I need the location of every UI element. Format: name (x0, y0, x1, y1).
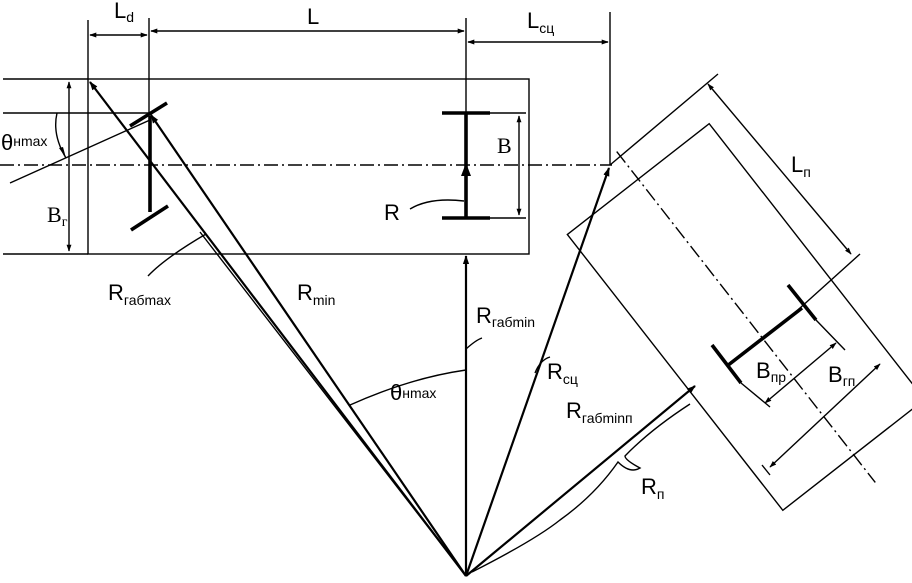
label-Rgabmin: Rгабmin (476, 303, 535, 330)
dim-Lp (707, 83, 852, 255)
Rp-brace (471, 403, 691, 573)
label-Rmin: Rmin (297, 280, 335, 308)
radius-trailer-axle (199, 231, 467, 577)
vector-Rgabminp (465, 385, 696, 577)
label-Lp: Lп (791, 152, 811, 180)
trailer-wheel-left (710, 343, 743, 385)
Lp-ext-bottom (779, 253, 861, 327)
label-Rgabminp: Rгабminп (566, 398, 633, 426)
front-wheel-direction-line (9, 119, 151, 184)
label-theta-left: θнmax (1, 130, 47, 155)
dim-Bgp (769, 363, 881, 468)
trailer-axis-line (616, 151, 876, 483)
trailer-wheel-right (786, 283, 818, 322)
Bgp-ext (761, 464, 771, 476)
label-Bg: Bг (47, 202, 68, 230)
Rgabmax-leader (147, 233, 207, 277)
trailer (566, 122, 912, 512)
label-Rgabmax: Rгабmax (108, 280, 171, 308)
Bpr-ext-b (815, 319, 846, 351)
tractor-body (87, 78, 530, 255)
Lp-ext-top (609, 73, 719, 166)
label-Rp: Rп (641, 474, 664, 502)
vector-Rsc (464, 167, 611, 577)
label-Bgp: Bгп (828, 362, 855, 389)
label-Bpr: Bпр (756, 358, 786, 385)
label-Rsc: Rсц (547, 359, 578, 387)
label-L: L (307, 4, 319, 29)
label-Lsc: Lсц (527, 8, 554, 36)
Rsc-leader (534, 356, 551, 374)
vector-Rgabmax (89, 81, 467, 577)
vector-Rmin (150, 114, 467, 577)
theta-center-arc (349, 369, 467, 406)
theta-left-arrowhead (59, 147, 66, 158)
theta-left-arc (54, 112, 67, 159)
label-theta-center: θнmax (390, 380, 436, 405)
label-Ld: Ld (114, 0, 134, 25)
R-leader (409, 199, 465, 210)
Rgabmin-leader (465, 337, 483, 350)
trailer-body (566, 122, 912, 512)
label-R: R (384, 200, 400, 225)
rear-axle-arrowhead (461, 163, 471, 176)
Bpr-ext-a (740, 382, 771, 408)
label-B: B (497, 133, 512, 158)
front-wheel-top (129, 101, 168, 128)
front-wheel-bottom (130, 204, 169, 232)
